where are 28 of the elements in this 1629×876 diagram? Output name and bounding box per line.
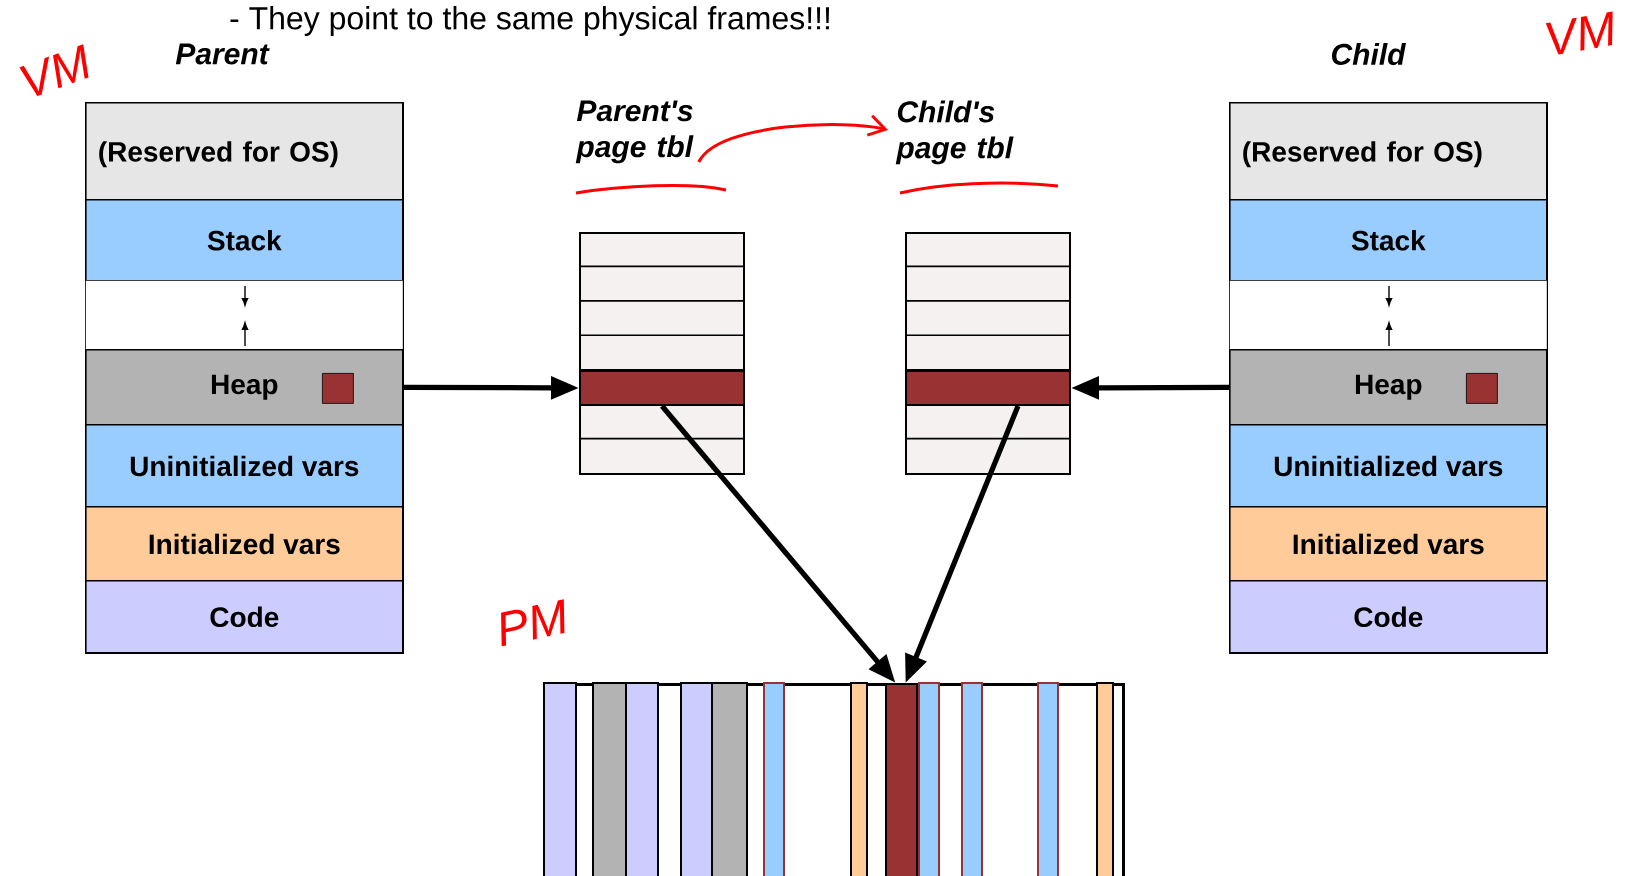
memory-segment: Uninitialized vars: [1229, 424, 1548, 508]
page-square: [322, 373, 354, 404]
physical-frame: [885, 683, 918, 876]
table-heading: Parent's page tbl: [575, 100, 694, 164]
free-gap: [1229, 280, 1547, 350]
memory-segment: Uninitialized vars: [85, 424, 404, 508]
memory-segment: Heap: [85, 349, 404, 426]
memory-segment: Code: [1229, 580, 1548, 654]
memory-segment: Heap: [1229, 349, 1548, 426]
page-table-entry: [905, 370, 1071, 406]
memory-segment: Initialized vars: [1229, 506, 1548, 582]
heading: Child: [1332, 42, 1406, 65]
memory-segment: (Reserved for OS): [85, 102, 404, 201]
bullet-text: - They point to the same physical frames!!!: [230, 6, 829, 36]
memory-segment: Stack: [1229, 199, 1548, 282]
table-heading: Child's page tbl: [895, 100, 1014, 165]
handwritten-note: VM: [1545, 11, 1613, 55]
free-gap: [85, 280, 403, 350]
memory-segment: (Reserved for OS): [1229, 102, 1548, 201]
handwritten-note: VM: [19, 44, 89, 96]
handwritten-arrow: [697, 114, 888, 163]
handwritten-note: PM: [501, 599, 565, 647]
heading: Parent: [175, 43, 270, 65]
memory-segment: Code: [85, 580, 404, 654]
memory-segment: Stack: [85, 199, 404, 282]
memory-segment: Initialized vars: [85, 506, 404, 582]
page-table-entry: [579, 370, 745, 406]
page-square: [1466, 373, 1498, 404]
